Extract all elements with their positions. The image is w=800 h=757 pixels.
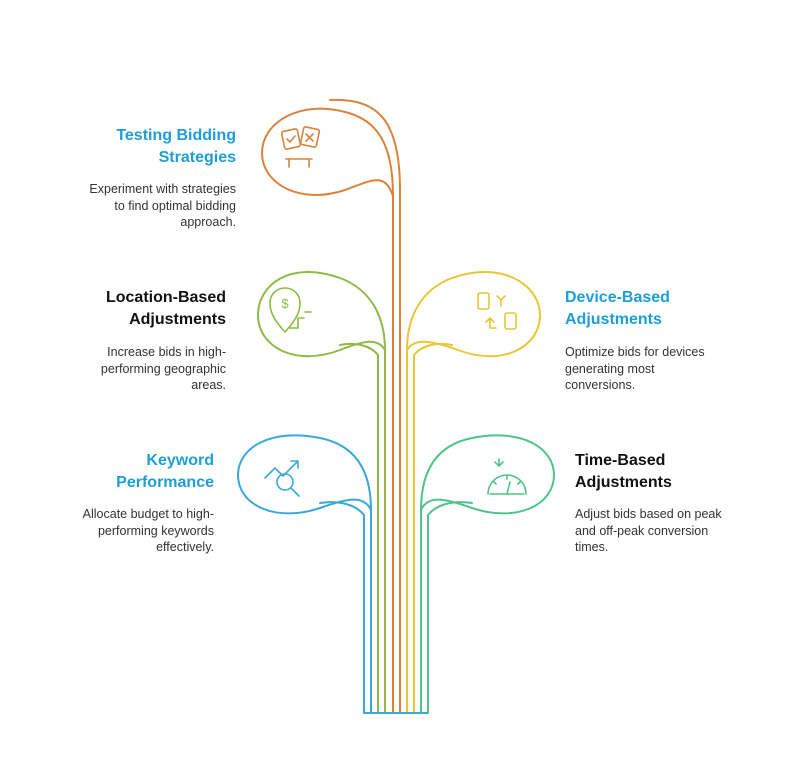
bidding-cards-icon <box>280 126 321 168</box>
device-title: Device-Based Adjustments <box>565 289 670 328</box>
location-description: Increase bids in high- performing geogra… <box>100 345 226 392</box>
speedometer-icon <box>487 458 527 495</box>
device-description: Optimize bids for devices generating mos… <box>565 345 705 392</box>
devices-sync-icon <box>477 292 517 330</box>
branch-line-keyword <box>237 434 372 714</box>
testing-description: Experiment with strategies to find optim… <box>89 182 236 229</box>
branch-line-time-inner <box>427 501 473 714</box>
branch-line-testing <box>261 107 394 714</box>
svg-text:$: $ <box>281 296 289 311</box>
branch-line-location <box>257 270 386 714</box>
branch-line-keyword-inner <box>319 501 365 714</box>
location-title: Location-Based Adjustments <box>105 289 226 328</box>
trend-magnifier-icon <box>264 460 300 497</box>
keyword-title: Keyword Performance <box>116 452 214 491</box>
keyword-description: Allocate budget to high- performing keyw… <box>82 507 214 554</box>
branch-line-device <box>406 270 541 714</box>
branch-line-location-inner <box>339 342 379 714</box>
time-description: Adjust bids based on peak and off-peak c… <box>575 507 722 554</box>
testing-title: Testing Bidding Strategies <box>116 127 236 166</box>
time-title: Time-Based Adjustments <box>575 452 672 491</box>
branch-line-device-inner <box>413 342 453 714</box>
branch-line-time <box>420 434 555 714</box>
location-dollar-icon: $ <box>269 287 312 333</box>
branch-line-testing-inner <box>329 98 401 714</box>
